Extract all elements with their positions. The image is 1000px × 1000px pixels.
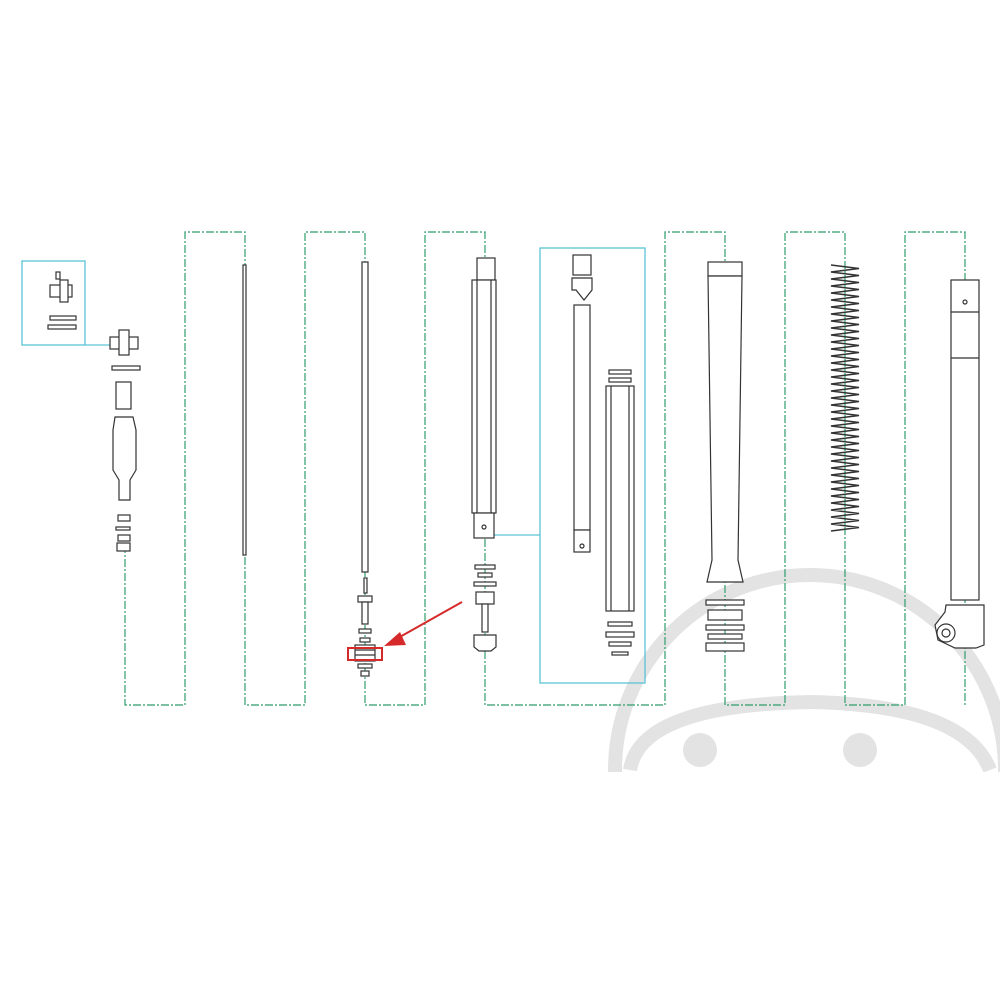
- stanchion-tube-part: [934, 279, 985, 649]
- highlight-box: [347, 647, 383, 661]
- cartridge-tube-part: [471, 257, 497, 539]
- arrow-head-icon: [384, 632, 406, 646]
- fork-spring-part: [830, 264, 860, 532]
- spring-coil: [830, 264, 860, 532]
- top-cap-assembly: [109, 329, 141, 552]
- outer-cartridge-part: [605, 369, 635, 656]
- logo-watermark: [608, 568, 1000, 772]
- damper-rod-part: [357, 261, 373, 643]
- cartridge-group-box: [539, 247, 646, 684]
- top-cap-detail: [47, 271, 77, 330]
- highlight-marker: [347, 601, 463, 661]
- pointer-arrow: [397, 601, 463, 639]
- inner-cartridge-part: [571, 254, 593, 553]
- thin-rod-part: [242, 264, 247, 556]
- base-valve-part: [473, 564, 497, 652]
- outer-tube-part: [705, 261, 745, 652]
- detail-box-top-cap: [21, 260, 86, 346]
